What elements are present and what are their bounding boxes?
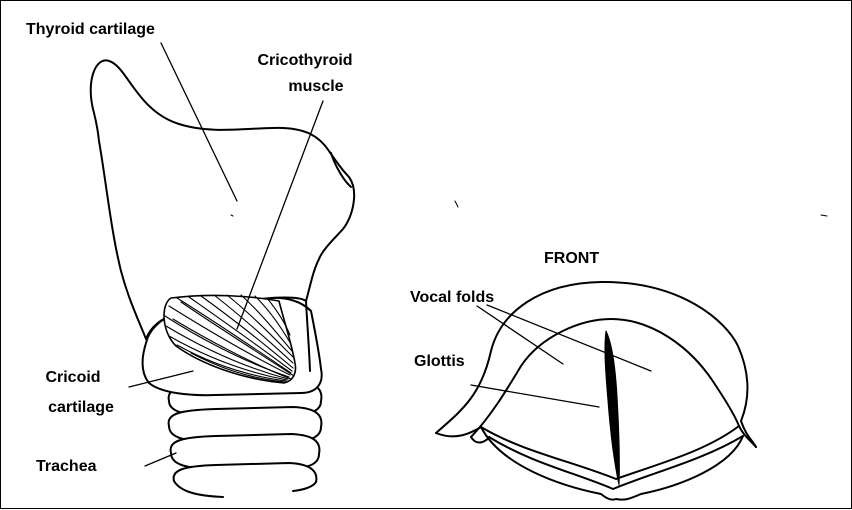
- glottis-opening: [605, 331, 619, 485]
- label-cricothyroid-muscle-line1: Cricothyroid: [245, 51, 365, 70]
- label-glottis: Glottis: [414, 352, 465, 371]
- label-vocal-folds: Vocal folds: [410, 288, 494, 307]
- label-thyroid-cartilage: Thyroid cartilage: [26, 20, 155, 39]
- label-front: FRONT: [544, 249, 599, 268]
- label-cricoid-cartilage-line2: cartilage: [31, 398, 131, 417]
- label-cricothyroid-muscle-line2: muscle: [256, 77, 376, 96]
- label-cricoid-cartilage-line1: Cricoid: [23, 368, 123, 387]
- trachea-rings: [169, 381, 322, 497]
- label-trachea: Trachea: [36, 457, 96, 476]
- fold-hook-left: [471, 437, 489, 442]
